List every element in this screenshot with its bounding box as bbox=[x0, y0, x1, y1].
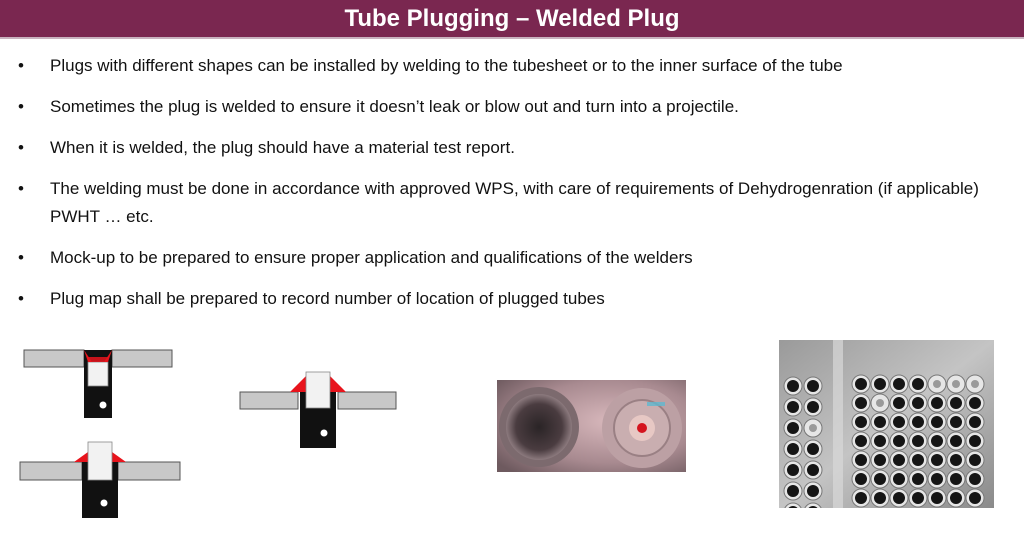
tube-bore bbox=[969, 492, 981, 504]
tube-bore bbox=[952, 380, 960, 388]
tube-bore bbox=[808, 506, 818, 508]
tube-bore bbox=[809, 424, 817, 432]
tube-bore bbox=[950, 473, 962, 485]
tube-bore bbox=[874, 473, 886, 485]
tube-bore bbox=[969, 473, 981, 485]
bullet-icon: • bbox=[18, 138, 24, 157]
bullet-icon: • bbox=[18, 56, 24, 75]
bullet-icon: • bbox=[18, 289, 24, 308]
tube-bore bbox=[855, 492, 867, 504]
tube-bore bbox=[807, 443, 819, 455]
bullet-icon: • bbox=[18, 248, 24, 267]
welded-plug-photo bbox=[497, 380, 686, 472]
tube-bore bbox=[969, 416, 981, 428]
tubesheet-photo bbox=[779, 340, 994, 508]
bullet-text: Sometimes the plug is welded to ensure i… bbox=[50, 97, 739, 116]
bullet-icon: • bbox=[18, 179, 24, 198]
tube-bore bbox=[787, 422, 799, 434]
tube-hole bbox=[804, 502, 822, 508]
tube-bore bbox=[950, 454, 962, 466]
tube-bore bbox=[893, 416, 905, 428]
tube-bore bbox=[931, 416, 943, 428]
bullet-item: • When it is welded, the plug should have… bbox=[0, 134, 1010, 162]
tube-bore bbox=[807, 464, 819, 476]
bullet-item: • Plugs with different shapes can be inst… bbox=[0, 52, 1010, 80]
tube-bore bbox=[893, 378, 905, 390]
bullet-text: Mock-up to be prepared to ensure proper … bbox=[50, 248, 693, 267]
welded-plug-diagram-protruding bbox=[239, 371, 397, 448]
tube-bore bbox=[969, 435, 981, 447]
tube-bore bbox=[855, 416, 867, 428]
tube-bore bbox=[787, 380, 799, 392]
tube-bore bbox=[855, 454, 867, 466]
title-bar: Tube Plugging – Welded Plug bbox=[0, 0, 1024, 37]
tube-bore bbox=[950, 416, 962, 428]
tube-bore bbox=[893, 397, 905, 409]
tube-bore bbox=[855, 473, 867, 485]
tube-bore bbox=[950, 492, 962, 504]
tube-bore bbox=[931, 435, 943, 447]
bullet-item: • Plug map shall be prepared to record nu… bbox=[0, 285, 1010, 313]
tube-bore bbox=[874, 416, 886, 428]
tube-bore bbox=[876, 399, 884, 407]
tube-bore bbox=[931, 454, 943, 466]
tube-bore bbox=[874, 378, 886, 390]
tube-bore bbox=[893, 492, 905, 504]
tube-bore bbox=[971, 380, 979, 388]
tube-bore bbox=[931, 492, 943, 504]
tube-bore bbox=[788, 506, 798, 508]
tube-bore bbox=[969, 397, 981, 409]
bullet-text: Plugs with different shapes can be insta… bbox=[50, 56, 843, 75]
bullet-item: • The welding must be done in accordance … bbox=[0, 175, 1010, 231]
tube-bore bbox=[893, 435, 905, 447]
title-divider bbox=[0, 37, 1024, 39]
welded-plug-diagram-recessed bbox=[23, 349, 173, 418]
tube-bore bbox=[912, 435, 924, 447]
bullet-item: • Sometimes the plug is welded to ensure … bbox=[0, 93, 1010, 121]
tube-bore bbox=[787, 443, 799, 455]
tube-bore bbox=[807, 380, 819, 392]
page-title: Tube Plugging – Welded Plug bbox=[344, 4, 680, 32]
tube-bore bbox=[874, 454, 886, 466]
tube-bore bbox=[787, 485, 799, 497]
tube-bore bbox=[931, 397, 943, 409]
bullet-list: • Plugs with different shapes can be inst… bbox=[0, 52, 1010, 326]
tube-bore bbox=[787, 464, 799, 476]
tube-bore bbox=[969, 454, 981, 466]
tube-bore bbox=[807, 401, 819, 413]
tube-bore bbox=[931, 473, 943, 485]
tube-bore bbox=[912, 492, 924, 504]
tube-bore bbox=[787, 401, 799, 413]
bullet-text: Plug map shall be prepared to record num… bbox=[50, 289, 605, 308]
tube-bore bbox=[893, 454, 905, 466]
bullet-item: • Mock-up to be prepared to ensure proper… bbox=[0, 244, 1010, 272]
tube-bore bbox=[950, 397, 962, 409]
tube-bore bbox=[950, 435, 962, 447]
tube-bore bbox=[855, 435, 867, 447]
tube-bore bbox=[855, 378, 867, 390]
tube-hole bbox=[784, 502, 802, 508]
bullet-text: When it is welded, the plug should have … bbox=[50, 138, 515, 157]
bullet-text: The welding must be done in accordance w… bbox=[50, 179, 979, 226]
tube-bore bbox=[912, 473, 924, 485]
tube-bore bbox=[874, 435, 886, 447]
tube-bore bbox=[874, 492, 886, 504]
tube-bore bbox=[912, 416, 924, 428]
tube-bore bbox=[933, 380, 941, 388]
tube-bore bbox=[893, 473, 905, 485]
bullet-icon: • bbox=[18, 97, 24, 116]
tube-bore bbox=[912, 378, 924, 390]
tube-bore bbox=[855, 397, 867, 409]
tube-bore bbox=[912, 397, 924, 409]
welded-plug-diagram-fillet bbox=[19, 441, 181, 518]
tube-bore bbox=[807, 485, 819, 497]
tube-bore bbox=[912, 454, 924, 466]
